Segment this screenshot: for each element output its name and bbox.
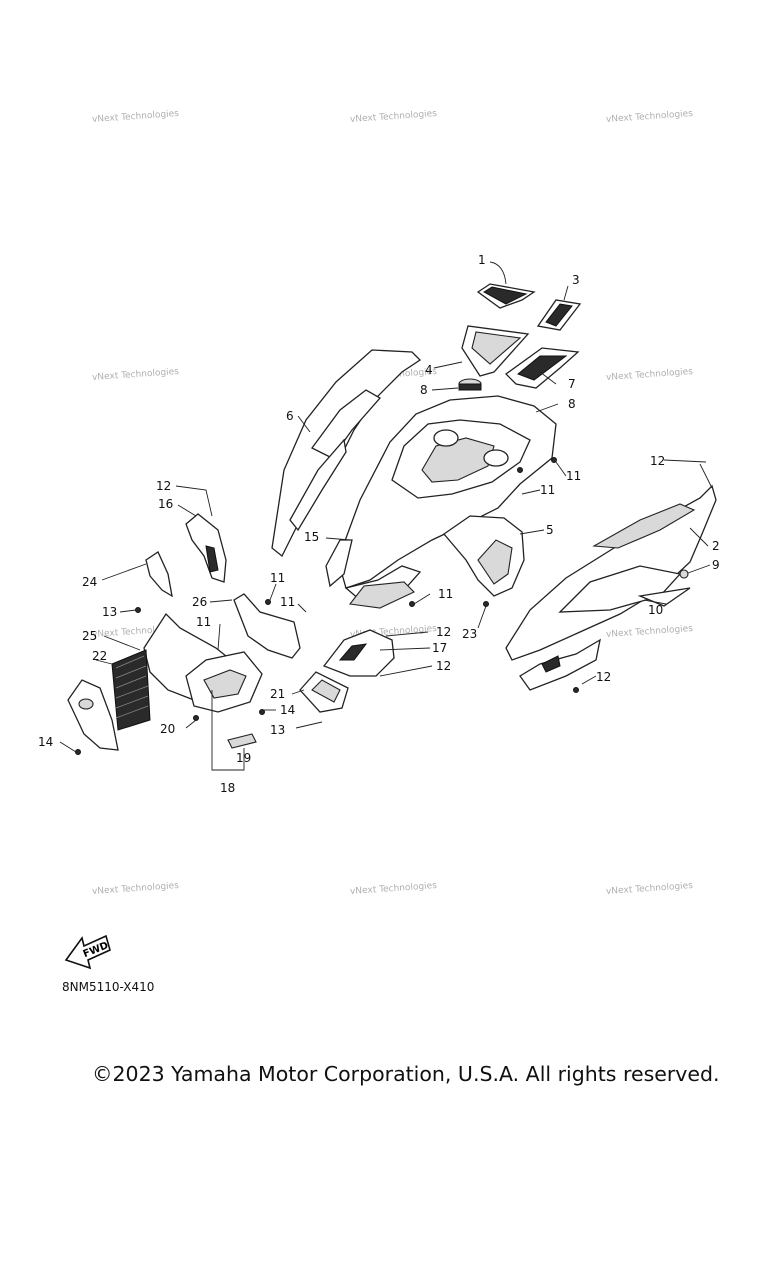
part-7-duct <box>505 347 580 389</box>
callout-14b: 14 <box>38 735 53 749</box>
part-1-side-cover <box>271 349 422 558</box>
part-18-lower-cover <box>185 651 263 713</box>
callout-17: 17 <box>432 641 447 655</box>
callout-13a: 13 <box>102 605 117 619</box>
callout-14a: 14 <box>280 703 295 717</box>
part-14-side-panel <box>67 679 119 751</box>
callout-18: 18 <box>220 781 235 795</box>
callout-24: 22 <box>92 649 107 663</box>
callout-4: 1 <box>478 253 486 267</box>
part-22-cover <box>145 551 173 598</box>
callout-22: 24 <box>82 575 97 589</box>
callout-11f: 11 <box>196 615 211 629</box>
callout-8b: 8 <box>568 397 576 411</box>
callout-23: 21 <box>270 687 285 701</box>
copyright-notice: ©2023 Yamaha Motor Corporation, U.S.A. A… <box>92 1062 720 1086</box>
callout-12d: 12 <box>436 659 451 673</box>
callout-12c: 12 <box>436 625 451 639</box>
callout-13b: 13 <box>270 723 285 737</box>
callout-9: 9 <box>712 558 720 572</box>
part-19-plate <box>227 733 257 749</box>
part-23-grille-cover <box>299 671 349 713</box>
part-4-vent-cover <box>476 283 536 309</box>
part-26-panel <box>233 593 301 659</box>
part-24-mesh-grille <box>111 649 151 731</box>
callout-7: 7 <box>568 377 576 391</box>
callout-19: 19 <box>236 751 251 765</box>
callout-11c: 11 <box>270 571 285 585</box>
drawing-code: 8NM5110-X410 <box>62 980 155 994</box>
callout-21: 23 <box>462 627 477 641</box>
callout-11d: 11 <box>280 595 295 609</box>
callout-16: 16 <box>158 497 173 511</box>
callout-15: 15 <box>304 530 319 544</box>
part-6-duct <box>461 325 530 377</box>
callout-3: 5 <box>546 523 554 537</box>
callout-20: 20 <box>160 722 175 736</box>
callout-12b: 12 <box>156 479 171 493</box>
callout-1: 6 <box>286 409 294 423</box>
callout-26: 26 <box>192 595 207 609</box>
part-5-vent-cover <box>536 299 582 331</box>
part-17-bracket <box>322 629 395 677</box>
part-3-inner-panel <box>443 515 525 597</box>
callout-2: 2 <box>712 539 720 553</box>
callout-25: 25 <box>82 629 97 643</box>
callout-12e: 12 <box>596 670 611 684</box>
part-9-clip <box>679 569 689 579</box>
part-20-bolt <box>193 715 199 721</box>
callout-6: 4 <box>425 363 433 377</box>
callout-10: 10 <box>648 603 663 617</box>
callout-11a: 11 <box>566 469 581 483</box>
callout-11b: 11 <box>540 483 555 497</box>
callout-labels: 1 3 4 8 7 8 6 12 11 11 5 2 9 10 15 12 16… <box>38 253 720 795</box>
part-21-bolt <box>483 601 489 607</box>
fastener-bolts <box>75 457 579 755</box>
callout-11e: 11 <box>438 587 453 601</box>
part-16-bracket <box>185 513 227 583</box>
fwd-arrow-icon: FWD <box>64 934 111 970</box>
callout-8: 8 <box>420 383 428 397</box>
callout-12a: 12 <box>650 454 665 468</box>
part-2-side-cover <box>505 484 717 691</box>
leader-lines <box>59 261 713 771</box>
callout-5: 3 <box>572 273 580 287</box>
part-15-front-cowl <box>325 395 557 609</box>
